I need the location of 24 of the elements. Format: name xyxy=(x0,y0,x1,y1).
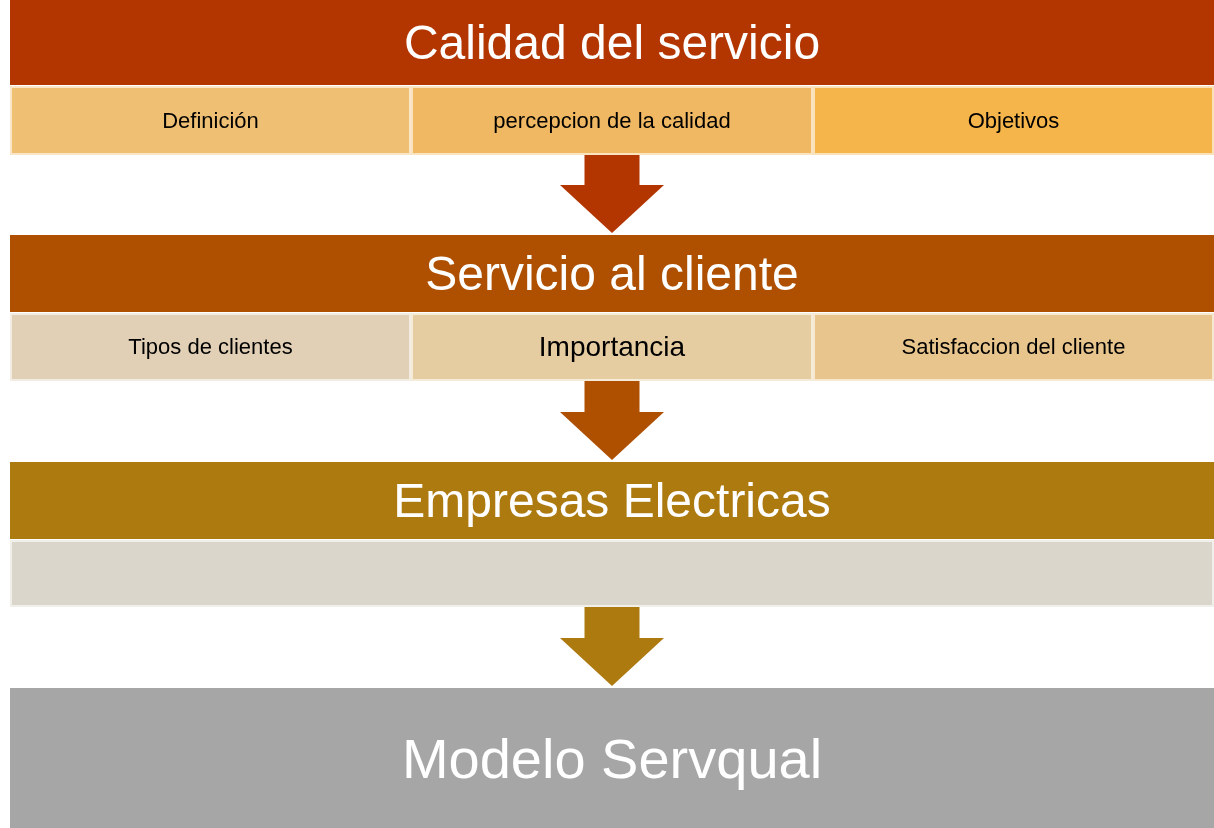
topic-box xyxy=(411,86,813,155)
topic-label: Definición xyxy=(162,107,259,134)
header-band xyxy=(10,235,1214,312)
topic-label: Satisfaccion del cliente xyxy=(901,334,1126,360)
topic-box xyxy=(813,313,1214,381)
topic-label: Tipos de clientes xyxy=(128,334,293,360)
topic-label: Importancia xyxy=(538,331,686,363)
down-arrow xyxy=(560,607,664,686)
section-heading: Servicio al cliente xyxy=(425,246,799,301)
section-heading: Empresas Electricas xyxy=(393,473,831,528)
section-heading: Calidad del servicio xyxy=(403,15,821,70)
header-band xyxy=(10,462,1214,539)
footer-band xyxy=(10,688,1214,828)
topic-label: percepcion de la calidad xyxy=(493,107,731,134)
down-arrow xyxy=(560,155,664,233)
section-heading: Modelo Servqual xyxy=(401,725,823,791)
topic-label: Objetivos xyxy=(967,107,1060,134)
topic-box xyxy=(411,313,813,381)
topic-box xyxy=(813,86,1214,155)
topic-box xyxy=(10,313,411,381)
topic-box xyxy=(10,540,1214,607)
down-arrow xyxy=(560,381,664,460)
topic-box xyxy=(10,86,411,155)
header-band xyxy=(10,0,1214,85)
